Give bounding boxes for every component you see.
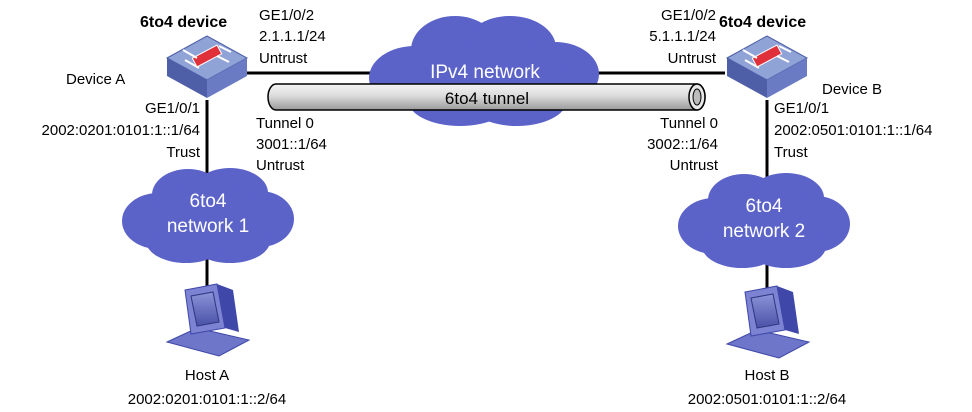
device-a-title: 6to4 device: [140, 14, 227, 31]
network-1-label-line2: network 1: [167, 216, 249, 237]
device-a-firewall-device-icon[interactable]: [165, 35, 249, 98]
device-b-tunnel-iface: Tunnel 0: [660, 115, 718, 132]
network-1-label-line1: 6to4: [190, 191, 227, 212]
host-b-name: Host B: [744, 367, 789, 384]
device-b-ge1-zone: Trust: [774, 144, 808, 161]
device-a-tunnel-ip: 3001::1/64: [256, 136, 327, 153]
device-b-tunnel-ip: 3002::1/64: [647, 136, 718, 153]
device-a-ge1-zone: Trust: [166, 144, 200, 161]
network-1-cloud-icon: [122, 168, 294, 263]
device-b-ge1-iface: GE1/0/1: [774, 100, 829, 117]
device-a-ge1-iface: GE1/0/1: [145, 100, 200, 117]
device-b-name: Device B: [822, 81, 882, 98]
tunnel-tube: [267, 83, 706, 111]
host-b-ip: 2002:0501:0101:1::2/64: [688, 391, 846, 408]
host-a-name: Host A: [185, 367, 229, 384]
device-a-ge2-ip: 2.1.1.1/24: [259, 28, 326, 45]
network-2-label-line2: network 2: [723, 221, 805, 242]
device-b-ge1-ip: 2002:0501:0101:1::1/64: [774, 122, 932, 139]
device-a-tunnel-zone: Untrust: [256, 157, 305, 174]
network-2-cloud-icon: [678, 173, 850, 268]
host-b-computer-icon[interactable]: [725, 285, 811, 359]
device-b-title: 6to4 device: [719, 14, 806, 31]
device-b-ge2-iface: GE1/0/2: [661, 7, 716, 24]
device-b-firewall-device-icon[interactable]: [725, 35, 809, 98]
device-a-ge2-iface: GE1/0/2: [259, 7, 314, 24]
host-a-computer-icon[interactable]: [165, 283, 251, 357]
device-a-tunnel-iface: Tunnel 0: [256, 115, 314, 132]
device-a-ge1-ip: 2002:0201:0101:1::1/64: [42, 122, 200, 139]
device-b-ge2-zone: Untrust: [668, 50, 717, 67]
network-2-label-line1: 6to4: [746, 196, 783, 217]
device-a-name: Device A: [66, 71, 125, 88]
device-b-ge2-ip: 5.1.1.1/24: [649, 28, 716, 45]
device-b-tunnel-zone: Untrust: [670, 157, 719, 174]
host-a-ip: 2002:0201:0101:1::2/64: [128, 391, 286, 408]
ipv4-network-label: IPv4 network: [430, 62, 540, 83]
tunnel-label: 6to4 tunnel: [445, 89, 529, 108]
device-a-ge2-zone: Untrust: [259, 50, 308, 67]
